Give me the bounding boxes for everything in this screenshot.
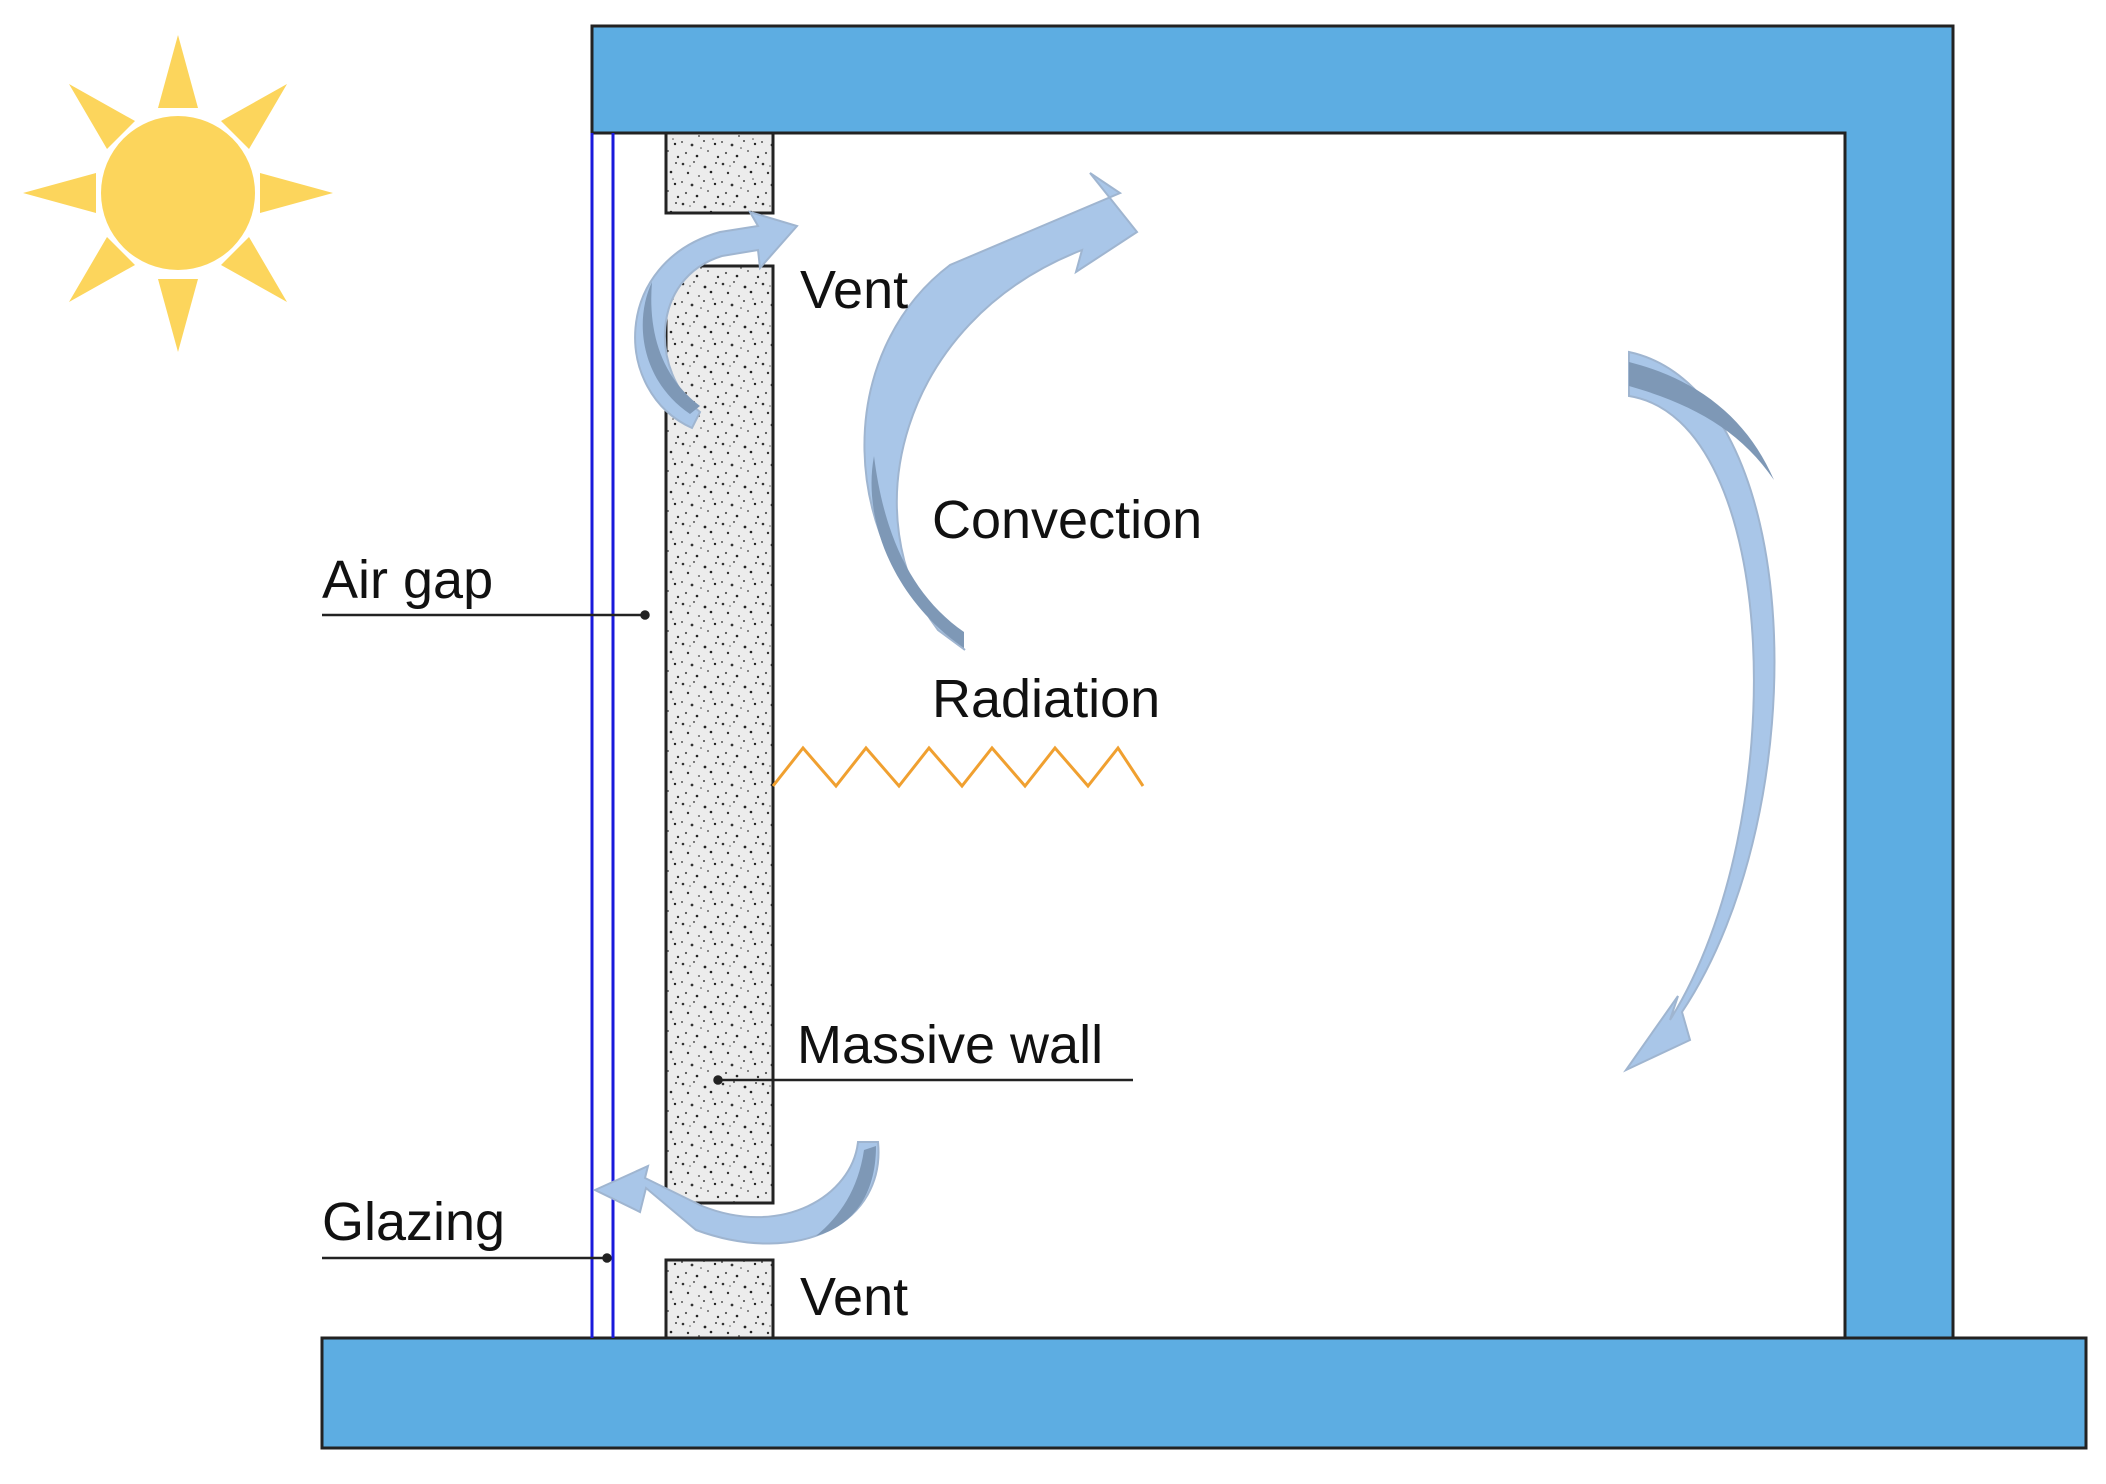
sun-icon	[23, 35, 333, 352]
air-gap-label: Air gap	[322, 550, 493, 610]
vent-bottom-label: Vent	[800, 1267, 908, 1327]
wall-block-top	[664, 131, 775, 215]
glazing-panel	[590, 133, 615, 1338]
labels: Vent Convection Radiation Air gap Massiv…	[322, 260, 1202, 1327]
airflow-arrows	[592, 172, 1776, 1245]
room-airflow-arrow	[1623, 350, 1776, 1073]
vent-bottom-airflow-arrow	[592, 1141, 880, 1245]
glazing-label: Glazing	[322, 1192, 505, 1252]
convection-arrow	[863, 172, 1139, 651]
leader-lines	[322, 610, 1133, 1263]
building-structure	[320, 24, 2088, 1450]
roof-and-rear-wall	[590, 24, 1955, 1340]
floor-slab	[320, 1336, 2088, 1450]
vent-top-label: Vent	[800, 260, 908, 320]
radiation-label: Radiation	[932, 669, 1160, 729]
massive-wall	[664, 131, 775, 1340]
convection-label: Convection	[932, 490, 1202, 550]
radiation-zigzag	[771, 745, 1145, 789]
wall-block-bottom	[664, 1258, 775, 1340]
massive-wall-label: Massive wall	[797, 1015, 1103, 1075]
vent-top-airflow-arrow	[634, 210, 799, 430]
